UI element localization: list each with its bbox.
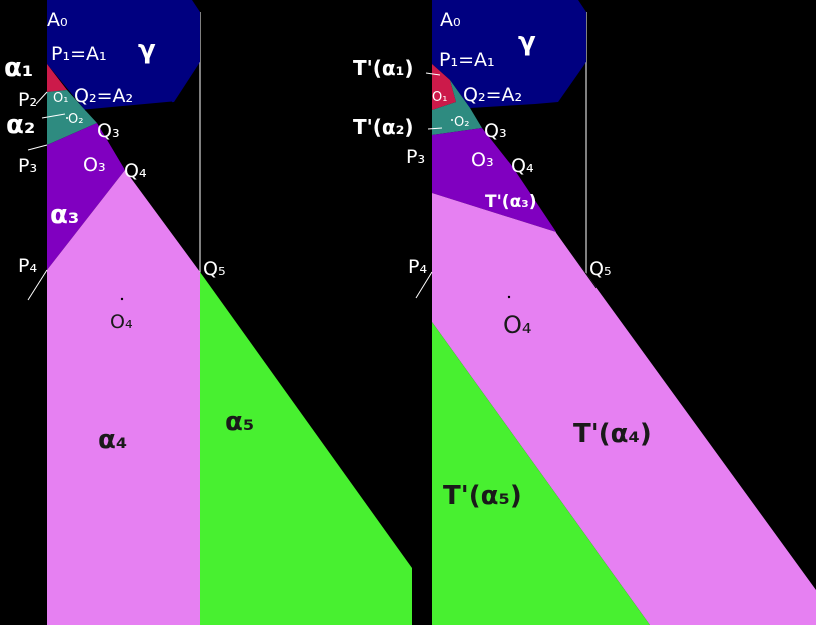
left-label-gamma: γ bbox=[138, 35, 156, 65]
right-figure: A₀ P₁=A₁ γ T'(α₁) O₁ Q₂=A₂ T'(α₂) O₂ Q₃ … bbox=[353, 0, 816, 625]
right-region-t-alpha1 bbox=[432, 64, 456, 110]
right-label-t-alpha1: T'(α₁) bbox=[353, 56, 414, 80]
right-label-a0: A₀ bbox=[440, 9, 461, 31]
right-label-t-alpha5: T'(α₅) bbox=[443, 481, 522, 511]
left-label-a0: A₀ bbox=[47, 9, 68, 31]
left-label-p3: P₃ bbox=[18, 155, 37, 177]
right-label-o2: O₂ bbox=[454, 115, 469, 130]
left-figure: A₀ P₁=A₁ γ α₁ P₂ O₁ Q₂=A₂ α₂ O₂ Q₃ P₃ O₃… bbox=[4, 0, 412, 625]
left-label-alpha2: α₂ bbox=[6, 110, 35, 140]
right-label-p1a1: P₁=A₁ bbox=[439, 49, 495, 71]
left-label-o3: O₃ bbox=[83, 154, 106, 176]
left-label-q5: Q₅ bbox=[203, 258, 226, 280]
left-region-alpha4 bbox=[47, 170, 200, 625]
right-label-p4: P₄ bbox=[408, 256, 427, 278]
right-label-gamma: γ bbox=[518, 27, 536, 57]
left-region-alpha3 bbox=[47, 123, 125, 270]
right-region-gamma bbox=[432, 0, 586, 108]
left-label-alpha3: α₃ bbox=[50, 200, 79, 230]
right-label-q3: Q₃ bbox=[484, 120, 507, 142]
right-region-t-alpha2 bbox=[432, 80, 482, 135]
left-region-alpha2 bbox=[47, 90, 97, 145]
left-region-alpha1 bbox=[47, 64, 67, 92]
left-label-p1a1: P₁=A₁ bbox=[51, 43, 107, 65]
left-label-p4: P₄ bbox=[18, 255, 37, 277]
right-label-q4: Q₄ bbox=[511, 155, 534, 177]
left-line-q4 bbox=[124, 109, 161, 171]
right-label-t-alpha3: T'(α₃) bbox=[485, 192, 536, 212]
right-region-t-alpha4 bbox=[432, 193, 816, 625]
left-region-gamma bbox=[47, 0, 200, 110]
left-label-alpha5: α₅ bbox=[225, 407, 254, 437]
left-line-p4-ext bbox=[27, 269, 48, 301]
right-label-t-alpha2: T'(α₂) bbox=[353, 115, 414, 139]
right-label-q5: Q₅ bbox=[589, 258, 612, 280]
left-label-o4: O₄ bbox=[110, 311, 133, 333]
left-region-alpha5 bbox=[200, 272, 412, 625]
left-label-p2: P₂ bbox=[18, 89, 37, 111]
left-label-alpha1: α₁ bbox=[4, 53, 33, 83]
left-label-q3: Q₃ bbox=[97, 120, 120, 142]
right-label-o4: O₄ bbox=[503, 311, 532, 339]
left-label-o1: O₁ bbox=[53, 91, 68, 106]
right-label-o1: O₁ bbox=[432, 90, 447, 105]
right-label-q2a2: Q₂=A₂ bbox=[463, 84, 522, 106]
left-label-o2: O₂ bbox=[68, 112, 83, 127]
right-region-t-alpha3 bbox=[432, 128, 556, 232]
left-label-q4: Q₄ bbox=[124, 160, 147, 182]
right-label-t-alpha4: T'(α₄) bbox=[573, 419, 652, 449]
right-label-p3: P₃ bbox=[406, 146, 425, 168]
left-label-q2a2: Q₂=A₂ bbox=[74, 85, 133, 107]
right-region-t-alpha5 bbox=[432, 322, 650, 625]
left-label-alpha4: α₄ bbox=[98, 425, 127, 455]
right-label-o3: O₃ bbox=[471, 149, 494, 171]
right-line-p4-ext bbox=[415, 271, 433, 299]
